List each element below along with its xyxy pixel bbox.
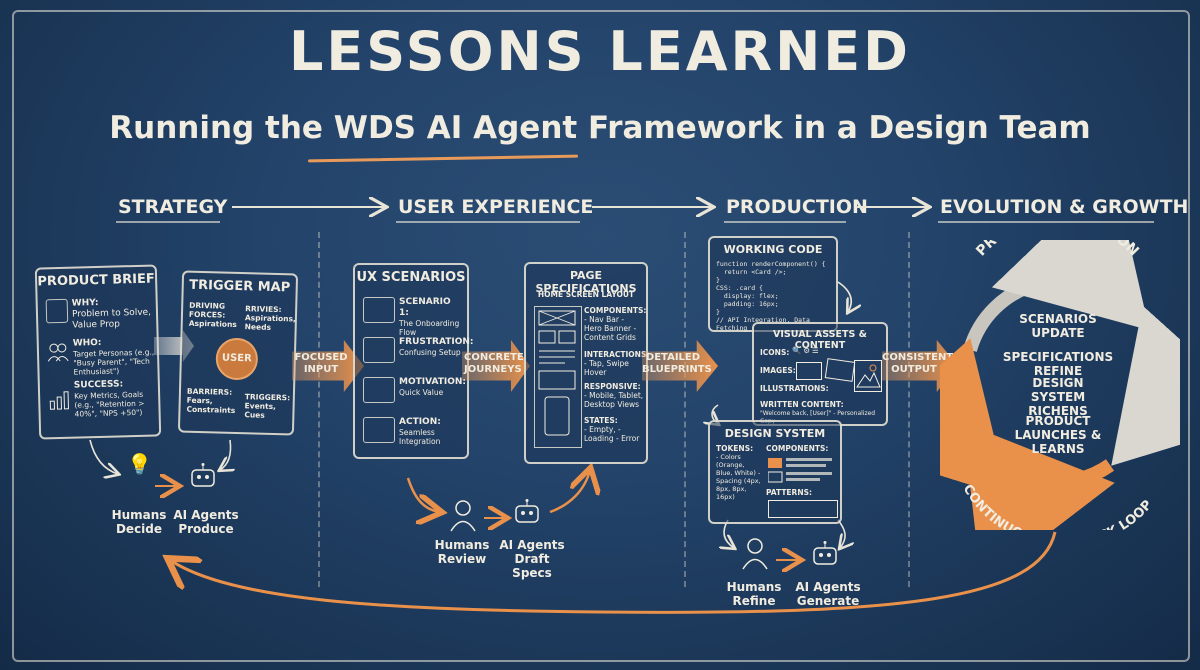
scenario-item: MOTIVATION: Quick Value — [399, 377, 466, 397]
detailed-blueprints-label: DETAILED BLUEPRINTS — [642, 352, 712, 375]
user-node: USER — [215, 337, 259, 381]
humans-decide-label: Humans Decide — [111, 508, 167, 536]
focused-input-label: FOCUSED INPUT — [294, 352, 348, 375]
phase-underline — [938, 221, 1154, 223]
visual-assets-card: VISUAL ASSETS & CONTENT ICONS: 🔍⚙☰ IMAGE… — [752, 322, 888, 426]
main-title: LESSONS LEARNED — [288, 20, 912, 83]
ai-agents-produce-label: AI Agents Produce — [173, 508, 239, 536]
product-brief-title: PRODUCT BRIEF — [37, 271, 155, 290]
section-divider — [908, 232, 910, 587]
robot-icon — [512, 498, 542, 528]
concrete-journeys-label: CONCRETE JOURNEYS — [464, 352, 524, 375]
human-icon — [448, 498, 478, 532]
product-evolution-label: PRODUCT EVOLUTION — [973, 240, 1141, 259]
triggers: TRIGGERS: Events, Cues — [244, 392, 291, 420]
image-thumbnail — [796, 362, 822, 380]
patterns-label: PATTERNS: — [766, 488, 813, 497]
success-text: Key Metrics, Goals (e.g., "Retention > 4… — [74, 389, 145, 419]
robot-icon — [188, 462, 218, 492]
robot-icon — [810, 540, 840, 570]
ux-scenarios-title: UX SCENARIOS — [356, 270, 466, 285]
persona-icon — [47, 341, 70, 364]
page-specs-title: PAGE SPECIFICATIONS — [535, 269, 637, 295]
design-system-card: DESIGN SYSTEM TOKENS: - Colors (Orange, … — [708, 420, 842, 524]
board-frame — [12, 10, 1190, 662]
written-content-label: WRITTEN CONTENT: — [760, 400, 844, 409]
evolution-cycle: PRODUCT EVOLUTION CONTINUOUS FEEDBACK LO… — [940, 240, 1180, 530]
spec-components: COMPONENTS: - Nav Bar - Hero Banner - Co… — [584, 306, 647, 342]
home-screen-layout: HOME SCREEN LAYOUT — [537, 290, 635, 299]
icon-set: 🔍⚙☰ — [792, 346, 821, 355]
image-thumbnail — [824, 358, 856, 382]
evolution-item: SCENARIOS UPDATE — [1019, 312, 1097, 340]
ai-agents-draft-specs-label: AI Agents Draft Specs — [499, 538, 565, 580]
phase-production: PRODUCTION — [726, 196, 868, 218]
images-label: IMAGES: — [760, 366, 796, 375]
ai-agents-generate-label: AI Agents Generate — [795, 580, 861, 608]
motivation-sketch-icon — [363, 377, 395, 403]
barriers: BARRIERS: Fears, Constraints — [186, 386, 236, 415]
phase-user-experience: USER EXPERIENCE — [398, 196, 594, 218]
working-code-card: WORKING CODE function renderComponent() … — [708, 236, 838, 332]
action-sketch-icon — [363, 417, 395, 443]
scenario-sketch-icon — [363, 297, 395, 323]
pattern-sample — [768, 500, 838, 518]
human-icon — [740, 536, 770, 570]
components-label: COMPONENTS: — [766, 444, 829, 453]
phase-underline — [116, 221, 220, 223]
trigger-map-title: TRIGGER MAP — [189, 277, 291, 296]
who-block: WHO: Target Personas (e.g., "Busy Parent… — [73, 337, 156, 377]
trigger-map-card: TRIGGER MAP DRIVING FORCES: Aspirations … — [177, 270, 299, 436]
visual-assets-title: VISUAL ASSETS & CONTENT — [773, 329, 867, 351]
why-text: Problem to Solve, Value Prop — [71, 307, 152, 331]
component-swatches — [767, 456, 836, 484]
evolution-item: DESIGN SYSTEM RICHENS — [1028, 376, 1088, 418]
why-label: WHY: — [71, 297, 99, 309]
code-block: function renderComponent() { return <Car… — [716, 260, 826, 332]
who-text: Target Personas (e.g., "Busy Parent", "T… — [72, 347, 155, 377]
scenario-item: SCENARIO 1: The Onboarding Flow — [399, 297, 460, 337]
spec-responsive: RESPONSIVE: - Mobile, Tablet, Desktop Vi… — [584, 382, 644, 409]
frustration-sketch-icon — [363, 337, 395, 363]
scenario-item: FRUSTRATION: Confusing Setup — [399, 337, 474, 357]
subtitle: Running the WDS AI Agent Framework in a … — [109, 110, 1091, 146]
phase-strategy: STRATEGY — [118, 196, 228, 218]
bar-chart-icon — [48, 389, 71, 412]
section-divider — [684, 232, 686, 587]
working-code-title: WORKING CODE — [723, 243, 823, 256]
lightbulb-icon: 💡 — [127, 452, 152, 476]
phase-evolution: EVOLUTION & GROWTH — [940, 196, 1189, 218]
spec-interactions: INTERACTIONS: - Tap, Swipe Hover — [584, 350, 650, 377]
feedback-loop-label: CONTINUOUS FEEDBACK LOOP — [960, 482, 1156, 530]
evolution-item: SPECIFICATIONS REFINE — [1002, 350, 1114, 378]
scenario-item: ACTION: Seamless Integration — [399, 417, 441, 446]
success-label: SUCCESS: — [73, 379, 124, 391]
rrivies: RRIVIES: Aspirations, Needs — [244, 304, 296, 332]
section-divider — [318, 232, 320, 587]
icons-label: ICONS: — [760, 348, 790, 357]
evolution-item: PRODUCT LAUNCHES & LEARNS — [1014, 414, 1102, 456]
success-block: SUCCESS: Key Metrics, Goals (e.g., "Rete… — [74, 378, 157, 418]
phase-underline — [396, 221, 580, 223]
driving-forces: DRIVING FORCES: Aspirations — [188, 300, 237, 329]
humans-refine-label: Humans Refine — [726, 580, 782, 608]
why-block: WHY: Problem to Solve, Value Prop — [72, 297, 153, 332]
mountain-illustration — [854, 360, 882, 392]
spec-states: STATES: - Empty, - Loading - Error — [584, 416, 640, 443]
product-brief-card: PRODUCT BRIEF WHY: Problem to Solve, Val… — [34, 264, 162, 440]
tokens-block: TOKENS: - Colors (Orange, Blue, White) -… — [716, 444, 761, 501]
design-system-title: DESIGN SYSTEM — [724, 427, 826, 440]
humans-review-label: Humans Review — [434, 538, 490, 566]
clipboard-icon — [45, 298, 69, 324]
illustrations-label: ILLUSTRATIONS: — [760, 384, 829, 393]
phase-underline — [724, 221, 846, 223]
wireframe-sketch — [534, 306, 582, 448]
page-specs-card: PAGE SPECIFICATIONS HOME SCREEN LAYOUT C… — [524, 262, 650, 464]
consistent-output-label: CONSISTENT OUTPUT — [882, 352, 954, 375]
ux-scenarios-card: UX SCENARIOS SCENARIO 1: The Onboarding … — [353, 263, 474, 459]
who-label: WHO: — [72, 337, 102, 349]
